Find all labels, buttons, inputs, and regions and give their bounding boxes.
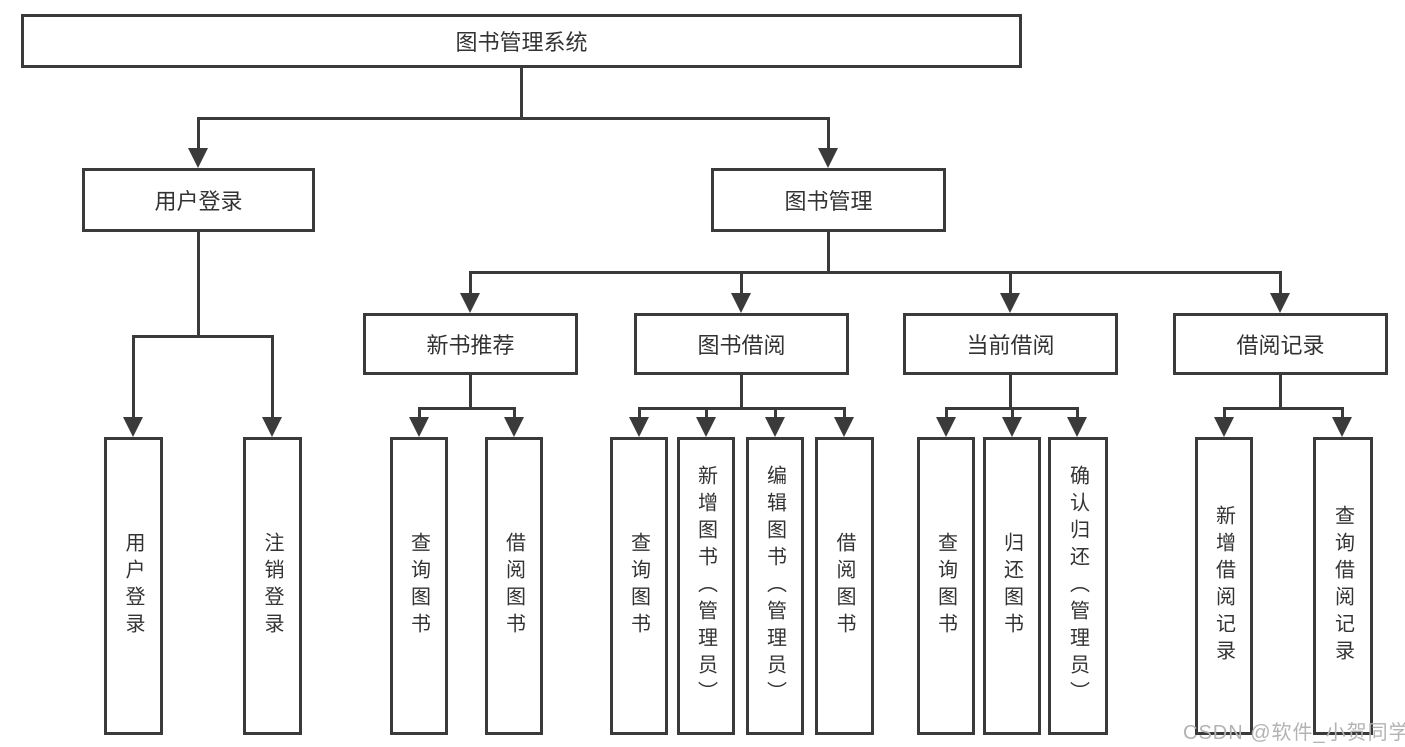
arrow-down-icon xyxy=(818,148,838,168)
arrow-down-icon xyxy=(1067,417,1087,437)
arrow-down-icon xyxy=(1002,417,1022,437)
arrow-down-icon xyxy=(936,417,956,437)
connector-bar xyxy=(1223,407,1344,410)
connector-drop-level3 xyxy=(469,271,472,297)
connector-drop-user-login xyxy=(197,117,200,153)
connector-bar xyxy=(638,407,846,410)
connector-drop-leaf xyxy=(418,407,421,421)
arrow-down-icon xyxy=(1332,417,1352,437)
leaf-edit-book-admin: 编辑图书（管理员） xyxy=(746,437,804,735)
node-borrow-records: 借阅记录 xyxy=(1173,313,1388,375)
arrow-down-icon xyxy=(188,148,208,168)
connector-stem xyxy=(740,375,743,410)
leaf-query-book-recommend: 查询图书 xyxy=(390,437,448,735)
connector-drop-book-mgmt xyxy=(827,117,830,153)
connector-drop-leaf xyxy=(513,407,516,421)
node-new-book-recommendation: 新书推荐 xyxy=(363,313,578,375)
connector-drop-leaf xyxy=(1223,407,1226,421)
connector-drop-leaf xyxy=(271,335,274,421)
csdn-watermark: CSDN @软件_小贺同学 xyxy=(1183,722,1405,744)
connector-drop-level3 xyxy=(740,271,743,297)
arrow-down-icon xyxy=(123,417,143,437)
node-current-borrowing: 当前借阅 xyxy=(903,313,1118,375)
arrow-down-icon xyxy=(460,293,480,313)
arrow-down-icon xyxy=(731,293,751,313)
leaf-add-book-admin: 新增图书（管理员） xyxy=(677,437,735,735)
connector-stem xyxy=(1279,375,1282,410)
connector-stem xyxy=(1009,375,1012,410)
connector-drop-leaf xyxy=(774,407,777,421)
leaf-confirm-return-admin: 确认归还（管理员） xyxy=(1048,437,1108,735)
leaf-query-book-current: 查询图书 xyxy=(917,437,975,735)
connector-bar xyxy=(418,407,516,410)
connector-stem xyxy=(469,375,472,410)
arrow-down-icon xyxy=(834,417,854,437)
connector-drop-leaf xyxy=(1341,407,1344,421)
connector-drop-level3 xyxy=(1279,271,1282,297)
connector-drop-leaf xyxy=(705,407,708,421)
arrow-down-icon xyxy=(504,417,524,437)
leaf-return-book: 归还图书 xyxy=(983,437,1041,735)
connector-login-bar xyxy=(132,335,274,338)
node-library-system: 图书管理系统 xyxy=(21,14,1022,68)
connector-login-stem xyxy=(197,232,200,338)
arrow-down-icon xyxy=(262,417,282,437)
connector-drop-level3 xyxy=(1009,271,1012,297)
leaf-borrow-book-recommend: 借阅图书 xyxy=(485,437,543,735)
node-book-management: 图书管理 xyxy=(711,168,946,232)
connector-drop-leaf xyxy=(843,407,846,421)
leaf-query-book-borrow: 查询图书 xyxy=(610,437,668,735)
connector-drop-leaf xyxy=(132,335,135,421)
leaf-query-borrow-record: 查询借阅记录 xyxy=(1313,437,1373,735)
arrow-down-icon xyxy=(409,417,429,437)
connector-root-stem xyxy=(520,68,523,120)
connector-drop-leaf xyxy=(638,407,641,421)
connector-drop-leaf xyxy=(1011,407,1014,421)
node-book-borrowing: 图书借阅 xyxy=(634,313,849,375)
node-user-login: 用户登录 xyxy=(82,168,315,232)
arrow-down-icon xyxy=(696,417,716,437)
leaf-logout: 注销登录 xyxy=(243,437,302,735)
arrow-down-icon xyxy=(629,417,649,437)
arrow-down-icon xyxy=(1214,417,1234,437)
connector-drop-leaf xyxy=(1076,407,1079,421)
leaf-user-login: 用户登录 xyxy=(104,437,163,735)
connector-mgmt-stem xyxy=(827,232,830,274)
arrow-down-icon xyxy=(1000,293,1020,313)
connector-drop-leaf xyxy=(945,407,948,421)
connector-root-bar xyxy=(197,117,830,120)
leaf-borrow-book: 借阅图书 xyxy=(815,437,874,735)
leaf-add-borrow-record: 新增借阅记录 xyxy=(1195,437,1253,735)
arrow-down-icon xyxy=(765,417,785,437)
connector-mgmt-bar xyxy=(469,271,1282,274)
arrow-down-icon xyxy=(1270,293,1290,313)
